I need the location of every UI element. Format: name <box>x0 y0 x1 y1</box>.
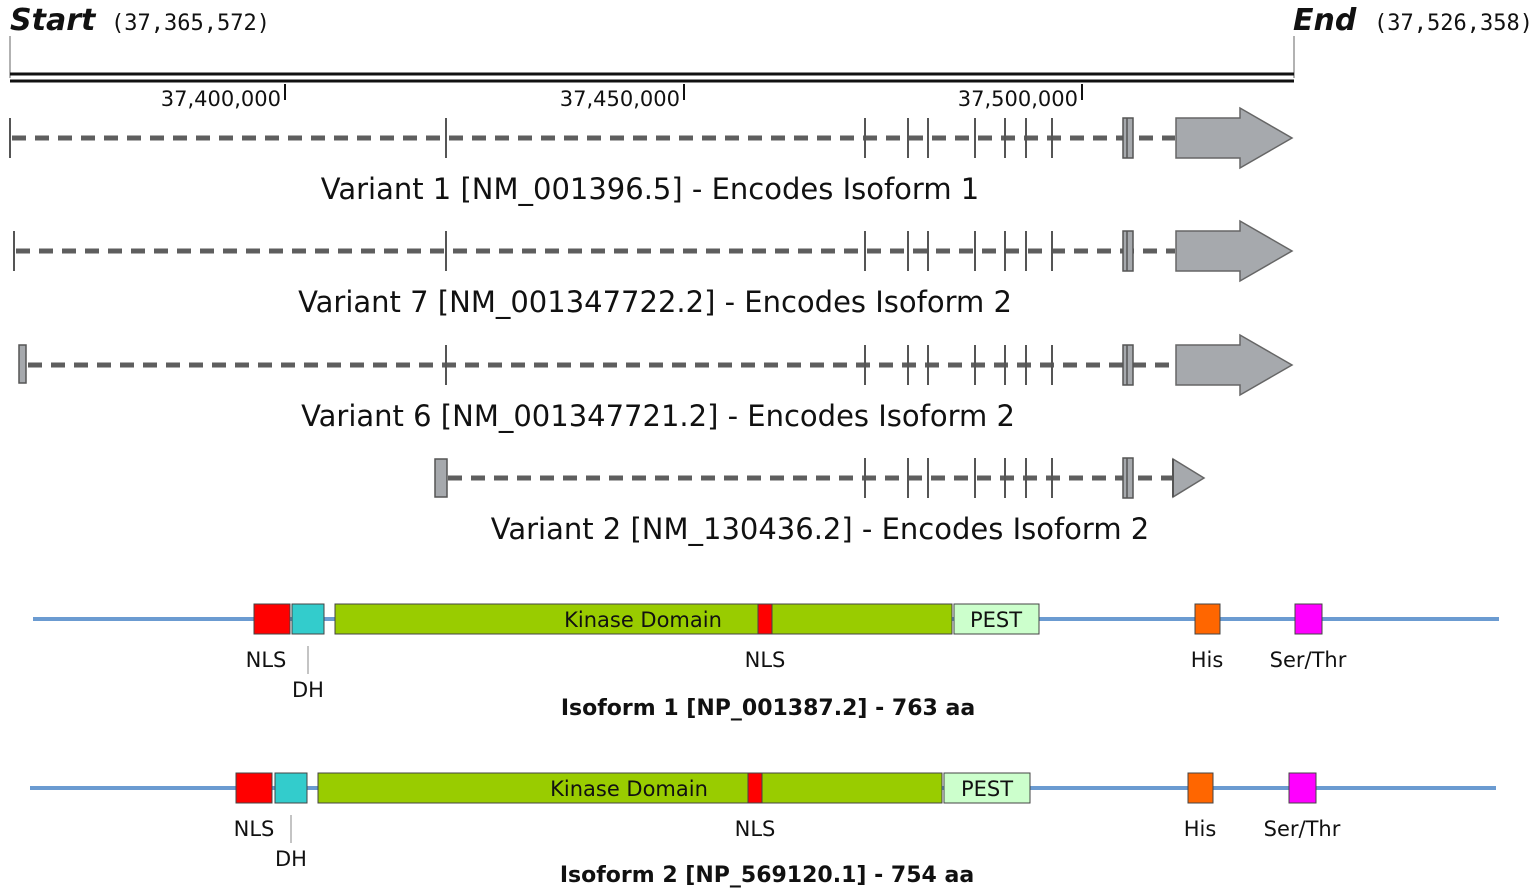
last-exon-arrow <box>1175 106 1294 170</box>
tick-label-3: 37,500,000 <box>958 87 1078 111</box>
kinase-domain <box>317 772 943 804</box>
last-exon-arrow <box>1172 457 1206 499</box>
tick-label-1: 37,400,000 <box>161 87 281 111</box>
variant-2-track: Variant 2 [NM_130436.2] - Encodes Isofor… <box>434 457 1206 546</box>
nls-domain-2 <box>757 603 773 635</box>
serthr-domain <box>1294 603 1323 635</box>
dh-domain <box>274 772 308 804</box>
isoform-1-track: Kinase Domain PEST NLS DH NLS His Ser/Th… <box>33 603 1499 721</box>
variant-2-label: Variant 2 [NM_130436.2] - Encodes Isofor… <box>491 512 1150 546</box>
genome-header: Start (37,365,572) End (37,526,358) 37,4… <box>9 3 1533 111</box>
kinase-domain <box>334 603 953 635</box>
exon-9 <box>1122 457 1134 499</box>
pest-domain <box>943 772 1031 804</box>
isoform-1-title: Isoform 1 [NP_001387.2] - 763 aa <box>561 696 975 721</box>
end-coordinate: (37,526,358) <box>1374 11 1533 36</box>
exon-10 <box>1122 344 1134 386</box>
his-label: His <box>1191 648 1224 672</box>
exon-10 <box>1122 117 1134 159</box>
nls-label-1: NLS <box>246 648 287 672</box>
kinase-domain-label: Kinase Domain <box>564 608 722 632</box>
his-label: His <box>1184 817 1217 841</box>
dh-label: DH <box>292 678 324 702</box>
his-domain <box>1194 603 1221 635</box>
exon-10 <box>1122 230 1134 272</box>
pest-domain-label: PEST <box>970 608 1022 632</box>
nls-domain-2 <box>747 772 763 804</box>
variant-1-track: Variant 1 [NM_001396.5] - Encodes Isofor… <box>9 106 1294 206</box>
isoform-2-title: Isoform 2 [NP_569120.1] - 754 aa <box>560 863 974 888</box>
tick-label-2: 37,450,000 <box>560 87 680 111</box>
nls-label-1: NLS <box>234 817 275 841</box>
serthr-label: Ser/Thr <box>1270 648 1347 672</box>
dh-domain <box>291 603 325 635</box>
his-domain <box>1187 772 1214 804</box>
start-label: Start <box>10 3 97 38</box>
exon-1 <box>434 458 448 498</box>
variant-7-label: Variant 7 [NM_001347722.2] - Encodes Iso… <box>298 285 1012 319</box>
last-exon-arrow <box>1175 333 1294 397</box>
exon-1 <box>18 344 27 384</box>
variant-7-track: Variant 7 [NM_001347722.2] - Encodes Iso… <box>13 219 1294 319</box>
serthr-label: Ser/Thr <box>1264 817 1341 841</box>
start-coordinate: (37,365,572) <box>111 11 270 36</box>
variant-1-label: Variant 1 [NM_001396.5] - Encodes Isofor… <box>321 172 980 206</box>
dh-label: DH <box>275 847 307 871</box>
end-label: End <box>1293 3 1357 38</box>
isoform-2-track: Kinase Domain PEST NLS DH NLS His Ser/Th… <box>30 772 1496 888</box>
variant-6-label: Variant 6 [NM_001347721.2] - Encodes Iso… <box>301 399 1015 433</box>
nls-label-2: NLS <box>745 648 786 672</box>
pest-domain <box>953 603 1040 635</box>
pest-domain-label: PEST <box>961 777 1013 801</box>
nls-label-2: NLS <box>735 817 776 841</box>
last-exon-arrow <box>1175 219 1294 283</box>
variant-6-track: Variant 6 [NM_001347721.2] - Encodes Iso… <box>18 333 1294 433</box>
nls-domain-1 <box>235 772 273 804</box>
serthr-domain <box>1288 772 1317 804</box>
nls-domain-1 <box>253 603 291 635</box>
kinase-domain-label: Kinase Domain <box>550 777 708 801</box>
